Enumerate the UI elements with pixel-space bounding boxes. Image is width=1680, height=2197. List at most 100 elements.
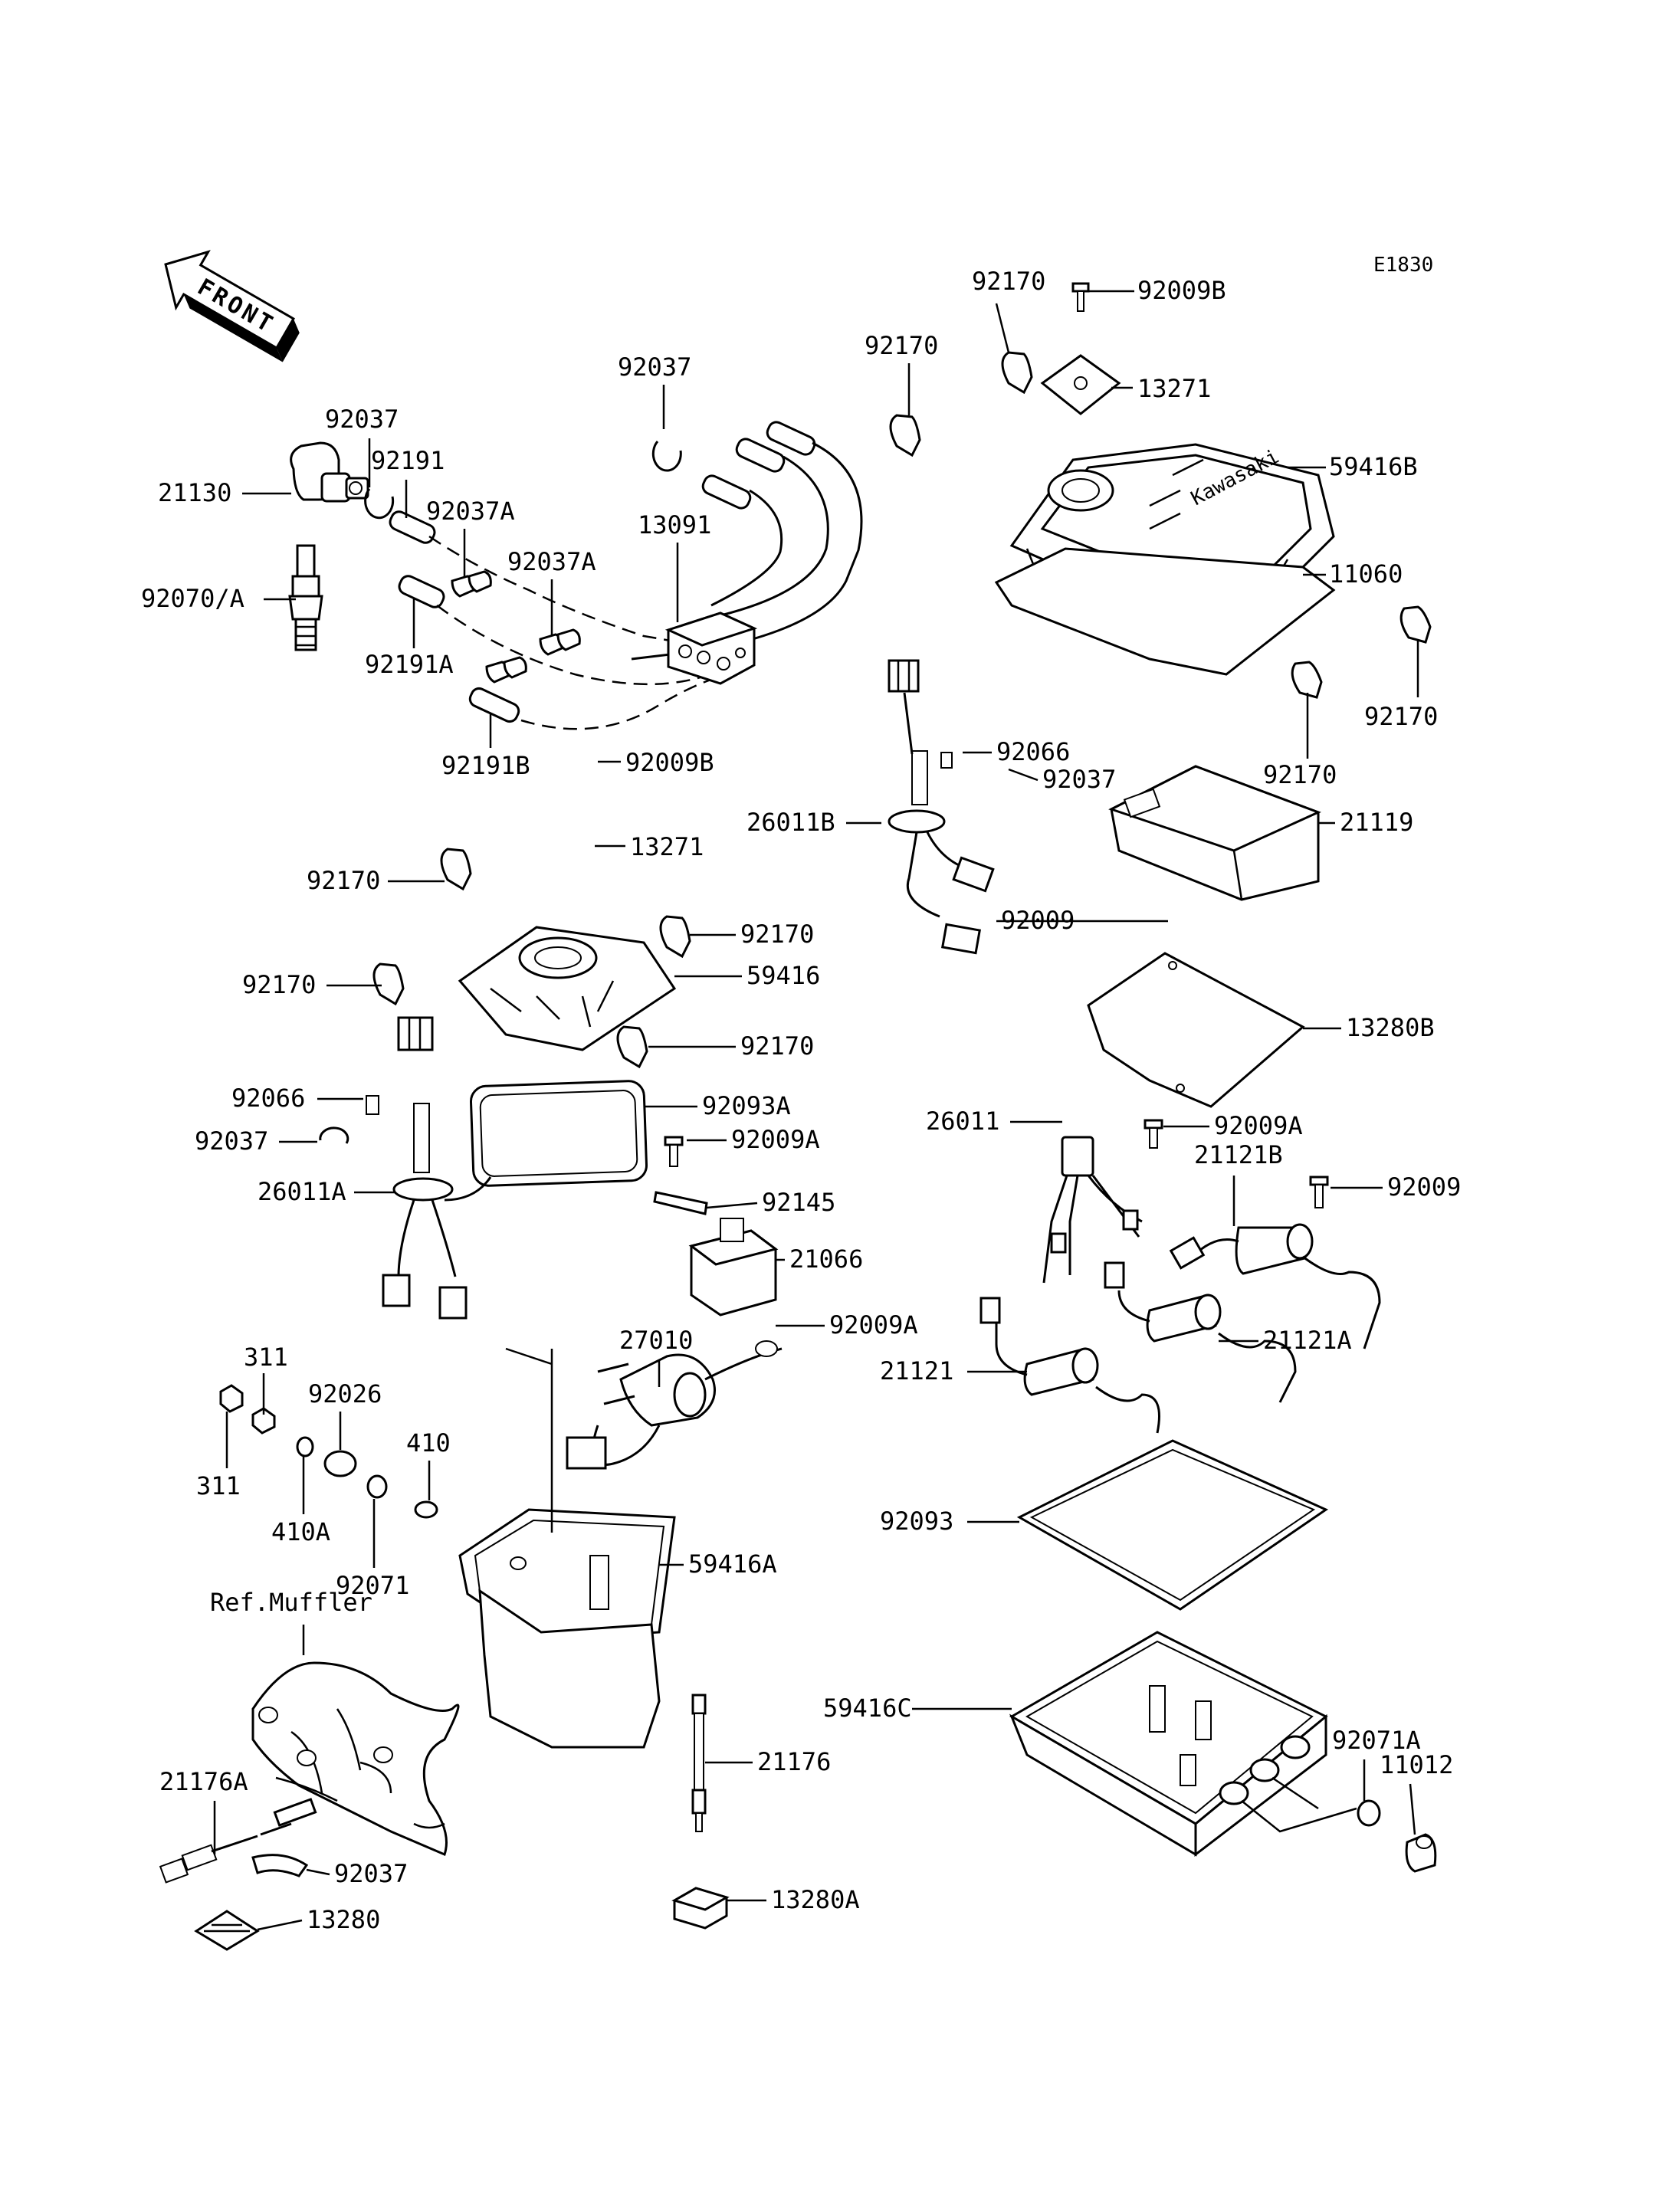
part-callout-92009b: 92009B (625, 748, 714, 777)
cover-seal-11060 (994, 547, 1336, 676)
sensor-21176 (691, 1694, 707, 1832)
part-callout-92009b: 92009B (1137, 276, 1226, 305)
part-callout-92037a: 92037A (507, 547, 596, 576)
spark-plug-cap (290, 441, 369, 503)
part-callout-13091: 13091 (638, 510, 711, 539)
part-callout-27010: 27010 (619, 1326, 693, 1355)
part-callout-92170: 92170 (1364, 702, 1438, 731)
ignition-coil-21121A (1104, 1261, 1297, 1403)
part-callout-21176: 21176 (757, 1747, 831, 1776)
part-callout-26011: 26011 (926, 1107, 999, 1136)
harness-26011A (382, 1016, 492, 1320)
muffler-reference (251, 1625, 460, 1857)
clamp-ring (319, 1126, 349, 1144)
screw-92009 (1309, 1176, 1329, 1208)
leader-line (706, 1202, 758, 1209)
part-callout-311: 311 (244, 1343, 288, 1372)
part-callout-92093: 92093 (880, 1507, 953, 1536)
ignition-coil-21121B (1169, 1223, 1381, 1349)
part-callout-21121b: 21121B (1194, 1140, 1283, 1169)
clips-92170 (372, 351, 1432, 1069)
part-callout-21176a: 21176A (159, 1767, 248, 1796)
part-callout-92070-a: 92070/A (141, 584, 244, 613)
part-callout-92037: 92037 (195, 1126, 268, 1156)
bracket-92145 (653, 1191, 708, 1215)
gasket-hole (1074, 376, 1088, 390)
temp-sensor-21176A (159, 1798, 317, 1884)
ref-muffler-label: Ref.Muffler (210, 1588, 372, 1617)
leader-line (1008, 768, 1039, 782)
part-callout-13280a: 13280A (771, 1885, 860, 1914)
part-callout-92191a: 92191A (365, 650, 454, 679)
part-callout-92026: 92026 (308, 1379, 382, 1408)
part-callout-92066: 92066 (996, 737, 1070, 766)
junction-block (664, 612, 758, 685)
part-callout-11060: 11060 (1329, 559, 1403, 589)
part-callout-92170: 92170 (307, 866, 380, 895)
ignition-coil-21121 (979, 1297, 1160, 1434)
part-callout-92037: 92037 (334, 1859, 408, 1888)
part-callout-92009a: 92009A (731, 1125, 820, 1154)
part-callout-21121a: 21121A (1263, 1326, 1352, 1355)
part-callout-59416: 59416 (746, 961, 820, 990)
part-callout-92093a: 92093A (702, 1091, 791, 1120)
part-callout-13271: 13271 (1137, 374, 1211, 403)
part-callout-92170: 92170 (740, 920, 814, 949)
part-callout-92009a: 92009A (829, 1310, 918, 1340)
part-callout-92071: 92071 (336, 1571, 409, 1600)
part-callout-311: 311 (196, 1471, 241, 1500)
bolt-92066 (940, 752, 953, 769)
part-callout-92037: 92037 (325, 405, 399, 434)
part-callout-410a: 410A (271, 1517, 330, 1546)
part-callout-92071a: 92071A (1332, 1726, 1421, 1755)
seal-92093 (1016, 1439, 1329, 1611)
clamp-ring (364, 488, 395, 520)
part-callout-21130: 21130 (158, 478, 231, 507)
starter-relay-27010 (566, 1340, 783, 1470)
leader-line (306, 1868, 330, 1876)
part-callout-92170: 92170 (865, 331, 938, 360)
clamp-ring (651, 441, 682, 472)
cover-59416 (458, 926, 677, 1051)
part-callout-92170: 92170 (972, 267, 1045, 296)
part-callout-92009a: 92009A (1214, 1111, 1303, 1140)
part-callout-92170: 92170 (1263, 760, 1337, 789)
part-callout-13271: 13271 (630, 832, 704, 861)
leader-line (995, 303, 1010, 353)
part-callout-92037: 92037 (618, 353, 691, 382)
part-callout-92037a: 92037A (426, 497, 515, 526)
part-callout-26011a: 26011A (258, 1177, 346, 1206)
part-callout-11012: 11012 (1380, 1750, 1453, 1779)
leader-line (1409, 1783, 1416, 1835)
bolt-92066 (366, 1095, 379, 1115)
bolt-92009A (664, 1136, 684, 1167)
part-callout-92170: 92170 (242, 970, 316, 999)
part-callout-92009: 92009 (1001, 906, 1075, 935)
bolt (1071, 282, 1090, 312)
callout-layer: 92170 92009B 92170 13271 59416B 11060 92170 921… (141, 267, 1461, 1934)
cdi-unit-21119 (1108, 765, 1321, 901)
part-callout-92191: 92191 (371, 446, 445, 475)
part-callout-92170: 92170 (740, 1031, 814, 1061)
wire-clips (451, 570, 581, 684)
part-callout-92145: 92145 (762, 1188, 835, 1217)
harness-26011B (888, 659, 995, 955)
harness-26011 (1042, 1136, 1143, 1284)
part-callout-13280b: 13280B (1346, 1013, 1435, 1042)
part-callout-92009: 92009 (1387, 1172, 1461, 1202)
screw-92009A (1144, 1119, 1163, 1149)
part-callout-13280: 13280 (307, 1905, 380, 1934)
front-arrow-icon: FRONT (164, 250, 300, 362)
sheet-13280B (1087, 952, 1305, 1108)
part-callout-59416b: 59416B (1329, 452, 1418, 481)
part-callout-26011b: 26011B (746, 808, 835, 837)
box-59416A (458, 1347, 676, 1749)
leader-line (257, 1919, 303, 1931)
part-callout-21066: 21066 (789, 1244, 863, 1274)
relay-21066 (688, 1218, 779, 1317)
part-callout-92191b: 92191B (441, 751, 530, 780)
diagram-code: E1830 (1373, 254, 1433, 277)
part-callout-92066: 92066 (231, 1084, 305, 1113)
spark-plug (288, 544, 323, 651)
